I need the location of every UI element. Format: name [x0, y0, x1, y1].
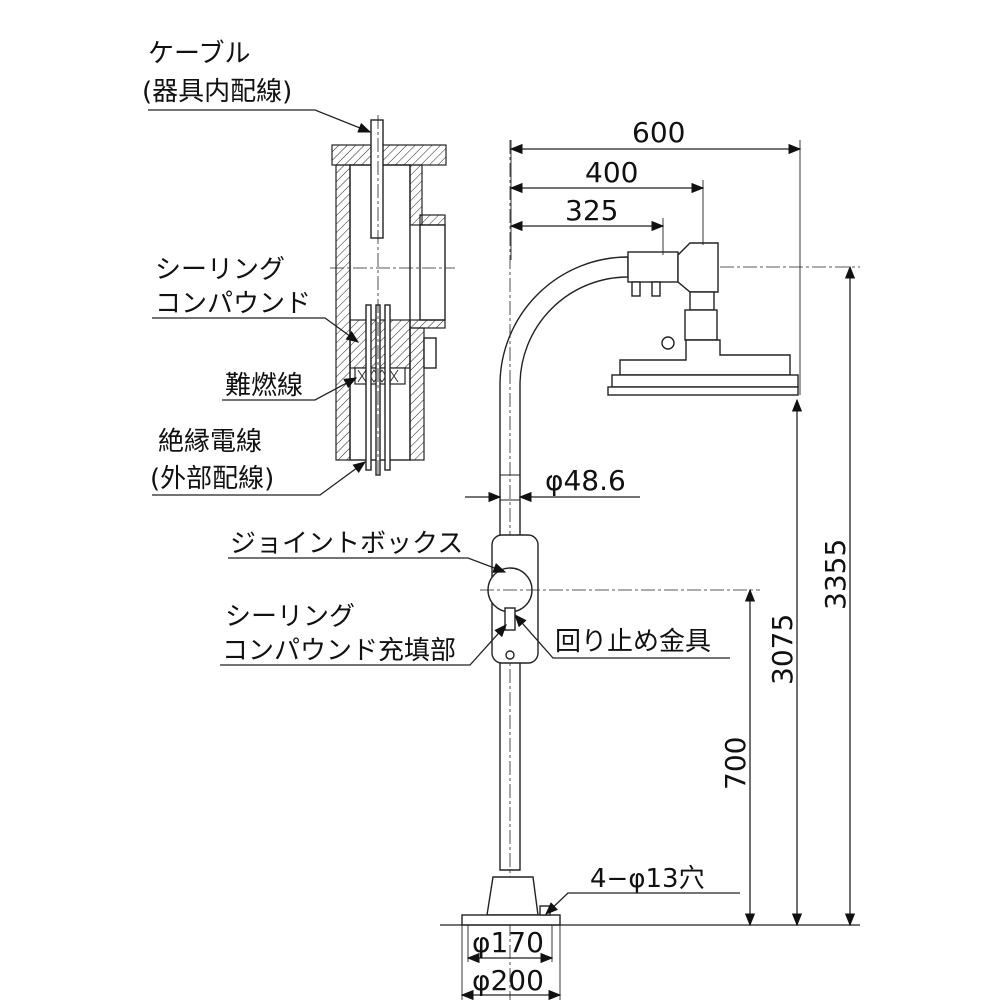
- label-anti-rotation: 回り止め金具: [555, 627, 711, 657]
- label-holes: 4−φ13穴: [590, 864, 705, 894]
- label-sealing-2: シーリング: [225, 602, 355, 632]
- label-joint-box: ジョイントボックス: [230, 529, 463, 559]
- label-insulated-wire-sub: (外部配線): [150, 464, 274, 494]
- label-cable: ケーブル: [148, 39, 250, 69]
- label-cable-sub: (器具内配線): [142, 77, 292, 107]
- dim-base-200: φ200: [472, 964, 544, 997]
- dim-pipe-dia: φ48.6: [545, 464, 626, 497]
- base: [440, 876, 860, 926]
- label-flame-wire: 難燃線: [225, 371, 303, 401]
- dim-600: 600: [632, 116, 685, 149]
- dim-325: 325: [565, 194, 618, 227]
- sealing-section-detail: [330, 115, 455, 476]
- dim-base-170: φ170: [472, 926, 544, 959]
- leader-lines: [148, 109, 740, 915]
- label-insulated-wire: 絶縁電線: [158, 427, 262, 457]
- luminaire: [607, 242, 799, 396]
- label-sealing: シーリング: [155, 255, 285, 285]
- dim-700: 700: [719, 737, 752, 790]
- dim-3075: 3075: [766, 614, 799, 685]
- label-compound-fill: コンパウンド充填部: [222, 636, 456, 666]
- label-compound: コンパウンド: [155, 289, 311, 319]
- dimension-lines: [460, 140, 856, 1000]
- dim-3355: 3355: [819, 539, 852, 610]
- dim-400: 400: [585, 156, 638, 189]
